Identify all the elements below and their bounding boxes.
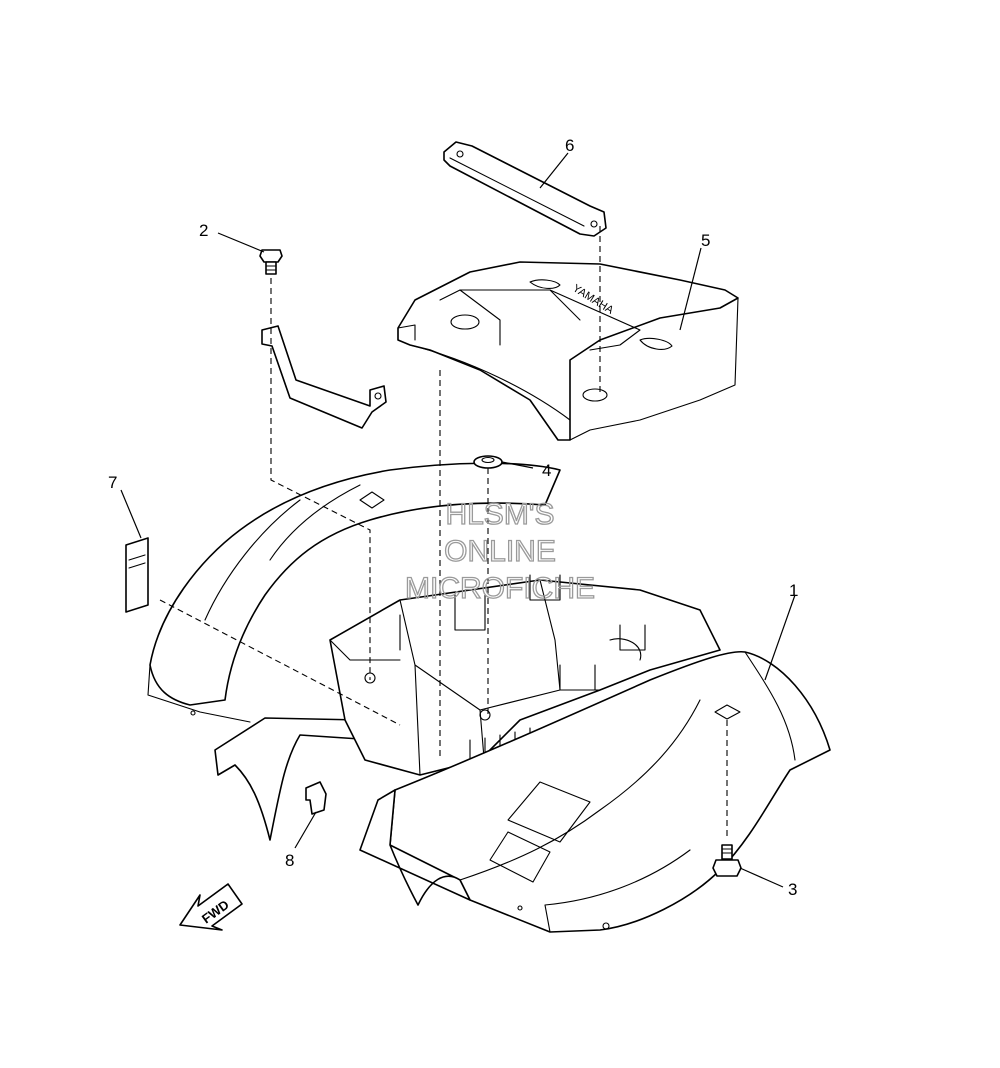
callout-1: 1 <box>789 581 798 600</box>
clip-part-8 <box>305 781 327 815</box>
callout-numbers: 1 2 3 4 5 6 7 8 <box>108 136 798 899</box>
fwd-arrow: FWD <box>179 883 243 931</box>
rack-cover-part-5: YAMAHA <box>397 261 739 441</box>
callout-7: 7 <box>108 473 117 492</box>
callout-8: 8 <box>285 851 294 870</box>
callout-4: 4 <box>542 461 551 480</box>
watermark-line-1: HLSM'S <box>445 498 554 531</box>
callout-2: 2 <box>199 221 208 240</box>
watermark: HLSM'S ONLINE MICROFICHE <box>404 497 595 605</box>
leader-lines <box>120 152 796 888</box>
bracket <box>261 325 387 429</box>
bolt-part-3 <box>712 844 742 877</box>
rack-strip-part-6 <box>443 141 607 237</box>
assembly-lines <box>159 226 728 840</box>
label-part-7 <box>125 537 149 613</box>
watermark-line-3: MICROFICHE <box>405 572 595 605</box>
watermark-line-2: ONLINE <box>444 535 556 568</box>
callout-6: 6 <box>565 136 574 155</box>
bolt-part-2 <box>259 249 283 275</box>
callout-3: 3 <box>788 880 797 899</box>
callout-5: 5 <box>701 231 710 250</box>
grommet-part-4 <box>473 455 503 469</box>
